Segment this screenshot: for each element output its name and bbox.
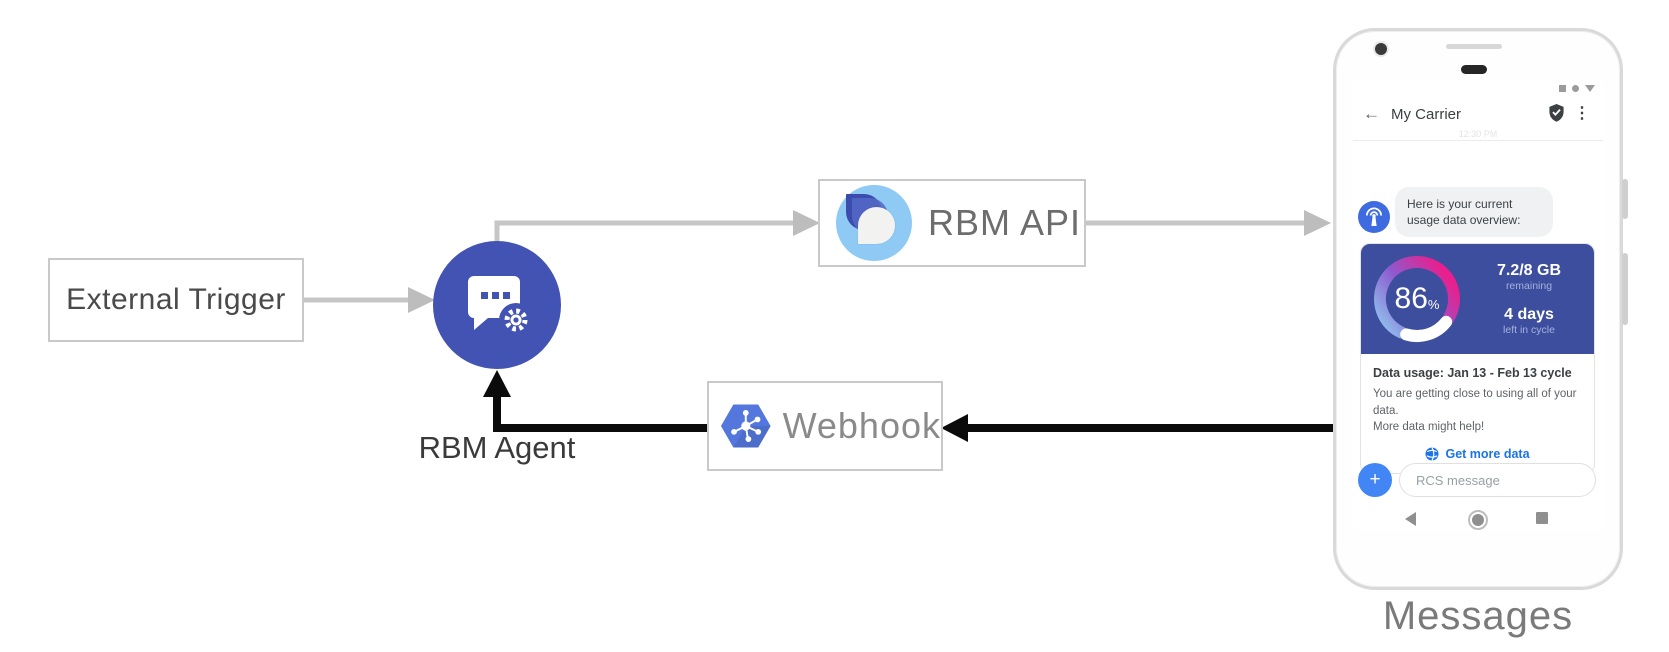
timestamp: 12:30 PM xyxy=(1458,129,1498,139)
usage-card-body-line1: You are getting close to using all of yo… xyxy=(1373,388,1577,417)
conversation-header: ← My Carrier ⋮ xyxy=(1353,101,1603,133)
days-value: 4 days xyxy=(1504,306,1554,323)
add-attachment-button[interactable]: + xyxy=(1358,463,1392,497)
usage-card-details: Data usage: Jan 13 - Feb 13 cycle You ar… xyxy=(1361,354,1594,473)
remaining-label: remaining xyxy=(1505,280,1553,292)
webhook-hexagon-icon xyxy=(720,404,771,448)
speaker-slot xyxy=(1446,44,1502,49)
messages-caption: Messages xyxy=(1382,594,1574,638)
usage-percent-unit: % xyxy=(1427,296,1440,312)
phone-mockup: ← My Carrier ⋮ 12:30 PM xyxy=(1333,28,1628,590)
android-nav-bar xyxy=(1353,509,1603,530)
rbm-agent-node xyxy=(433,241,561,369)
webhook-node: Webhook xyxy=(707,381,943,471)
nav-home-icon[interactable] xyxy=(1468,510,1488,530)
rbm-api-logo-icon xyxy=(836,185,912,261)
globe-icon xyxy=(1425,447,1439,461)
verified-shield-icon xyxy=(1548,103,1565,127)
external-trigger-node: External Trigger xyxy=(48,258,304,342)
conversation-title: My Carrier xyxy=(1391,106,1461,123)
usage-card-heading: Data usage: Jan 13 - Feb 13 cycle xyxy=(1373,366,1572,380)
chat-gear-icon xyxy=(468,276,533,337)
status-bar xyxy=(1559,85,1595,92)
overflow-menu-icon[interactable]: ⋮ xyxy=(1574,105,1591,122)
rbm-api-node: RBM API xyxy=(818,179,1086,267)
usage-percent: 86 xyxy=(1394,282,1428,315)
remaining-value: 7.2/8 GB xyxy=(1496,262,1562,279)
status-circle-icon xyxy=(1572,85,1579,92)
usage-card-body-line2: More data might help! xyxy=(1373,421,1485,434)
rbm-api-label: RBM API xyxy=(928,202,1082,243)
header-divider xyxy=(1353,140,1603,141)
rbm-agent-label: RBM Agent xyxy=(418,430,576,465)
gauge-value: 86 % xyxy=(1369,251,1465,347)
chat-bubble: Here is your current usage data overview… xyxy=(1395,187,1553,238)
earpiece xyxy=(1461,65,1487,74)
nav-back-icon[interactable] xyxy=(1405,512,1416,526)
usage-gauge-panel: 86 % 7.2/8 GB remaining 4 days left in c… xyxy=(1361,244,1594,354)
days-label: left in cycle xyxy=(1503,324,1555,336)
antenna-icon xyxy=(1365,207,1383,226)
messages-app-screen: ← My Carrier ⋮ 12:30 PM xyxy=(1353,81,1603,530)
usage-donut-gauge xyxy=(1374,255,1460,343)
usage-rich-card: 86 % 7.2/8 GB remaining 4 days left in c… xyxy=(1360,243,1595,475)
status-triangle-icon xyxy=(1585,85,1595,92)
rcs-message-input[interactable] xyxy=(1414,471,1594,489)
power-button xyxy=(1622,179,1628,219)
back-arrow-icon[interactable]: ← xyxy=(1363,104,1380,123)
status-square-icon xyxy=(1559,85,1566,92)
nav-recents-icon[interactable] xyxy=(1536,512,1548,524)
external-trigger-label: External Trigger xyxy=(66,283,286,316)
agent-avatar xyxy=(1358,201,1390,233)
usage-stats: 7.2/8 GB remaining 4 days left in cycle xyxy=(1470,244,1588,354)
message-input-pill xyxy=(1399,463,1596,497)
volume-button xyxy=(1622,253,1628,325)
front-camera xyxy=(1375,43,1387,55)
webhook-label: Webhook xyxy=(782,405,941,446)
get-more-data-label: Get more data xyxy=(1445,447,1530,462)
get-more-data-button[interactable]: Get more data xyxy=(1373,447,1582,463)
compose-bar: + xyxy=(1353,463,1603,499)
